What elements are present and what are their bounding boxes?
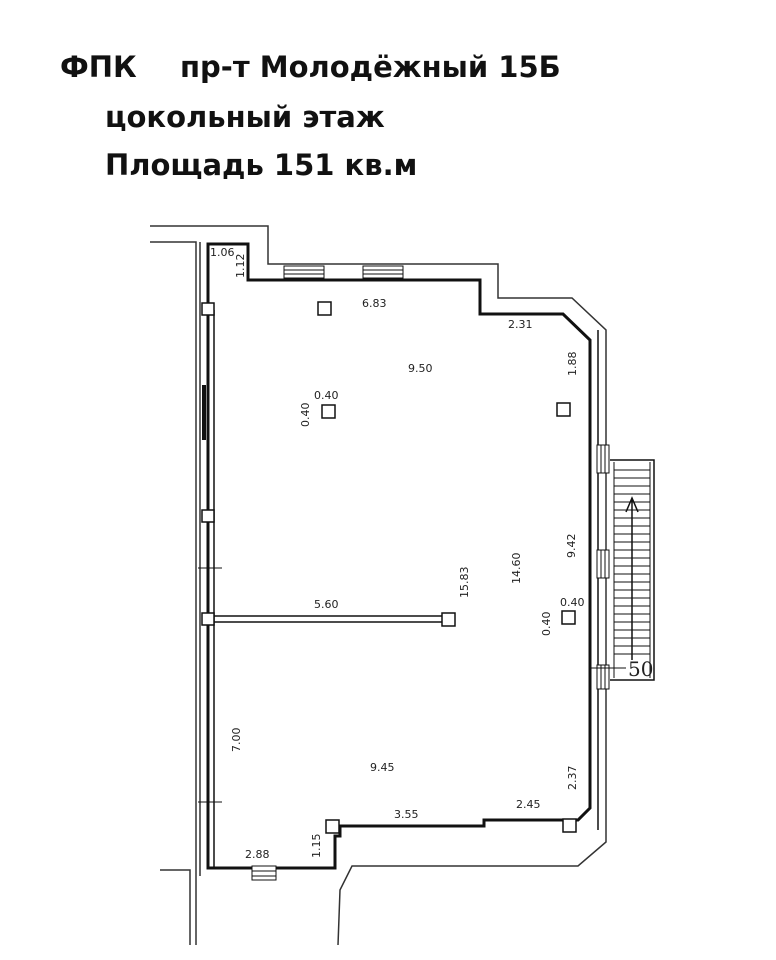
dim-2-88: 2.88 [245, 848, 270, 861]
dim-0-40-b: 0.40 [299, 403, 312, 428]
dim-2-31: 2.31 [508, 318, 533, 331]
column [201, 509, 215, 523]
dim-2-45: 2.45 [516, 798, 541, 811]
dim-6-83: 6.83 [362, 297, 387, 310]
right-windows [596, 444, 610, 690]
dim-1-06: 1.06 [210, 246, 235, 259]
column [561, 610, 576, 625]
address: пр-т Молодёжный 15Б [180, 50, 561, 84]
dim-2-37: 2.37 [566, 766, 579, 791]
outer-wall-left [150, 241, 197, 945]
area-label: Площадь 151 кв.м [105, 148, 418, 182]
dimension-labels: 1.06 1.12 6.83 2.31 1.88 9.50 0.40 0.40 … [210, 246, 585, 861]
column [201, 302, 215, 316]
columns [201, 301, 577, 834]
stair-label: 50 [628, 657, 653, 681]
left-wall [202, 244, 215, 868]
outer-wall-bottom-left [160, 869, 191, 945]
column [325, 819, 340, 834]
plan-header: ФПК пр-т Молодёжный 15Б цокольный этаж П… [0, 0, 776, 200]
column [321, 404, 336, 419]
column [317, 301, 332, 316]
dim-0-40-d: 0.40 [560, 596, 585, 609]
dim-9-50: 9.50 [408, 362, 433, 375]
room-outline [206, 242, 592, 870]
outer-wall-top [150, 225, 607, 946]
dim-7-00: 7.00 [230, 728, 243, 753]
dim-0-40-a: 0.40 [314, 389, 339, 402]
outer-walls [150, 225, 607, 946]
dim-9-45: 9.45 [370, 761, 395, 774]
dim-5-60: 5.60 [314, 598, 339, 611]
floor-label: цокольный этаж [105, 100, 385, 134]
column [441, 612, 456, 627]
top-windows [283, 265, 404, 279]
wall-ticks [198, 567, 222, 803]
column [562, 818, 577, 833]
dim-1-15: 1.15 [310, 834, 323, 859]
stairs [590, 459, 655, 681]
dim-1-88: 1.88 [566, 352, 579, 377]
column [556, 402, 571, 417]
dim-1-12: 1.12 [234, 254, 247, 279]
org-name: ФПК [60, 50, 137, 84]
dim-14-60: 14.60 [510, 553, 523, 585]
bottom-window [251, 865, 277, 881]
dim-15-83: 15.83 [458, 567, 471, 599]
dim-0-40-c: 0.40 [540, 612, 553, 637]
partition-wall [214, 615, 442, 623]
column [201, 612, 215, 626]
dim-3-55: 3.55 [394, 808, 419, 821]
dim-9-42: 9.42 [565, 534, 578, 559]
